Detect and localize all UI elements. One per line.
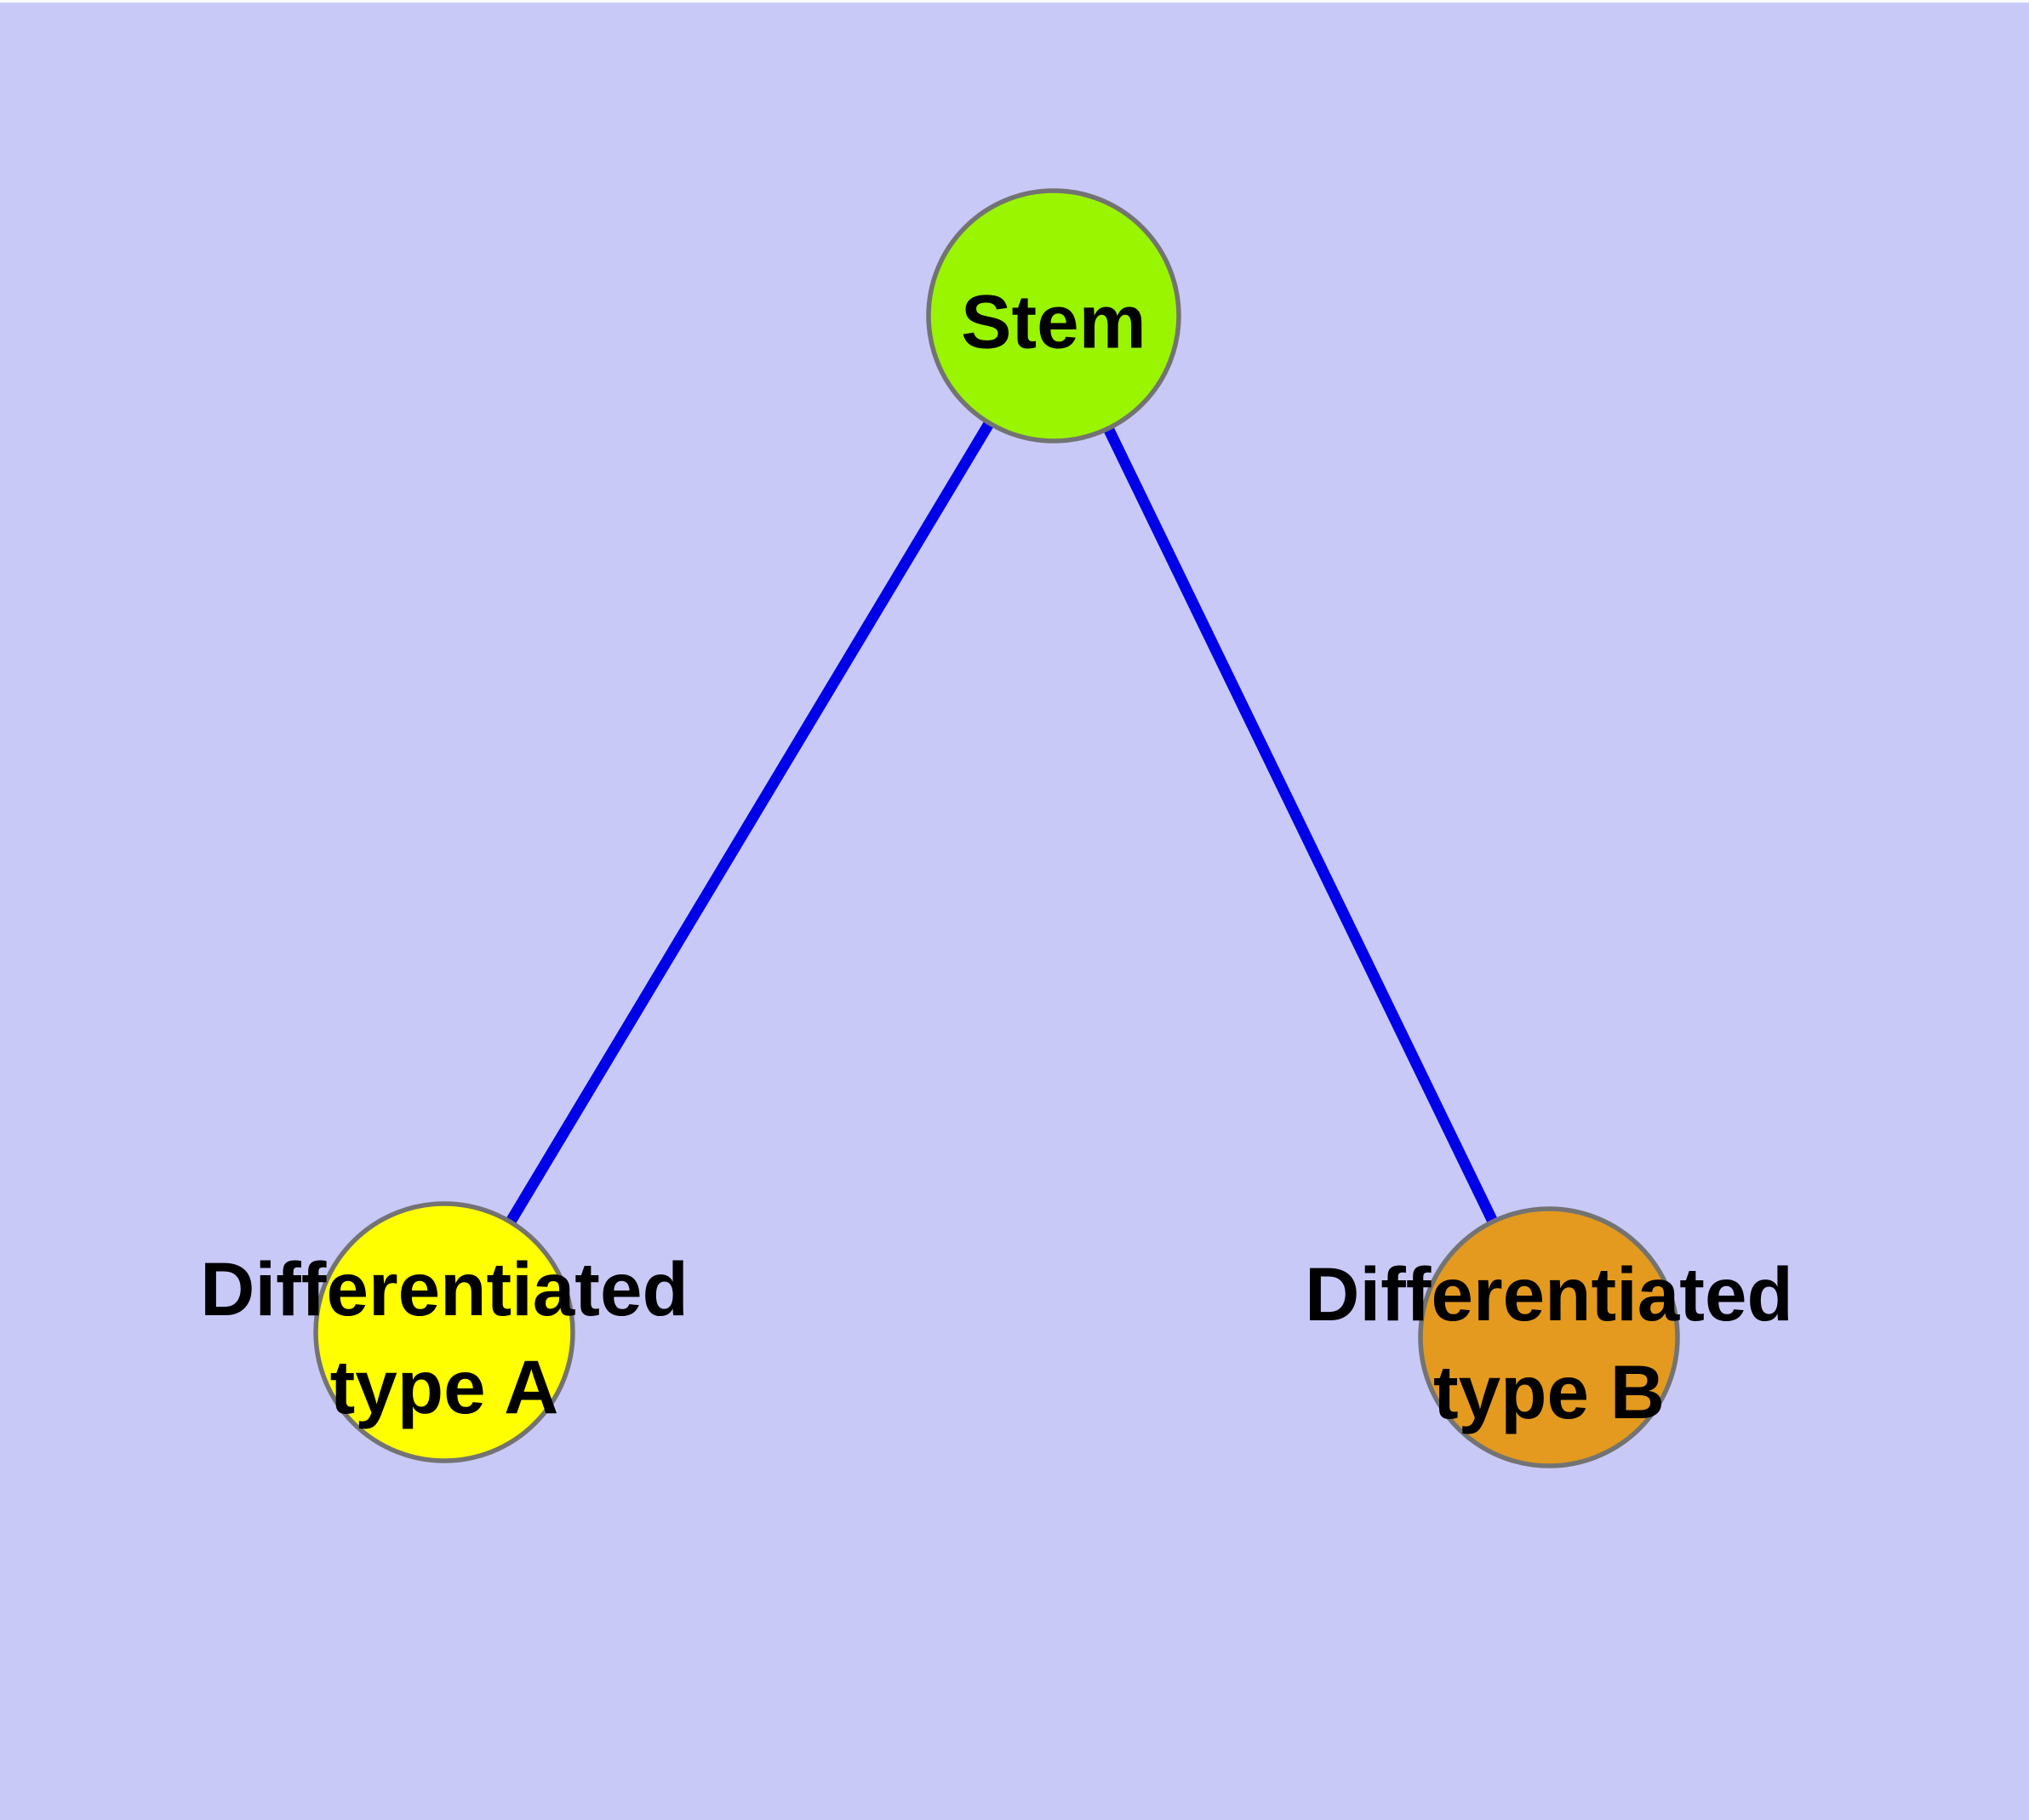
node-type-b-label-line-1: Differentiated: [1305, 1251, 1793, 1336]
edge-layer: [439, 312, 1554, 1340]
node-stem: [926, 188, 1181, 444]
node-type-b-label: Differentiated type B: [1305, 1251, 1793, 1434]
node-type-a: [313, 1201, 575, 1463]
node-type-a-label: Differentiated type A: [200, 1246, 689, 1429]
node-stem-label: Stem: [961, 278, 1146, 363]
node-type-a-label-line-2: type A: [330, 1344, 559, 1429]
edge-stem-type-a: [439, 312, 1059, 1336]
node-type-b: [1418, 1206, 1680, 1468]
node-stem-label-line-1: Stem: [961, 278, 1146, 363]
node-type-a-label-line-1: Differentiated: [200, 1246, 689, 1331]
edge-stem-type-b: [1049, 313, 1554, 1340]
node-type-b-label-line-2: type B: [1433, 1349, 1665, 1434]
